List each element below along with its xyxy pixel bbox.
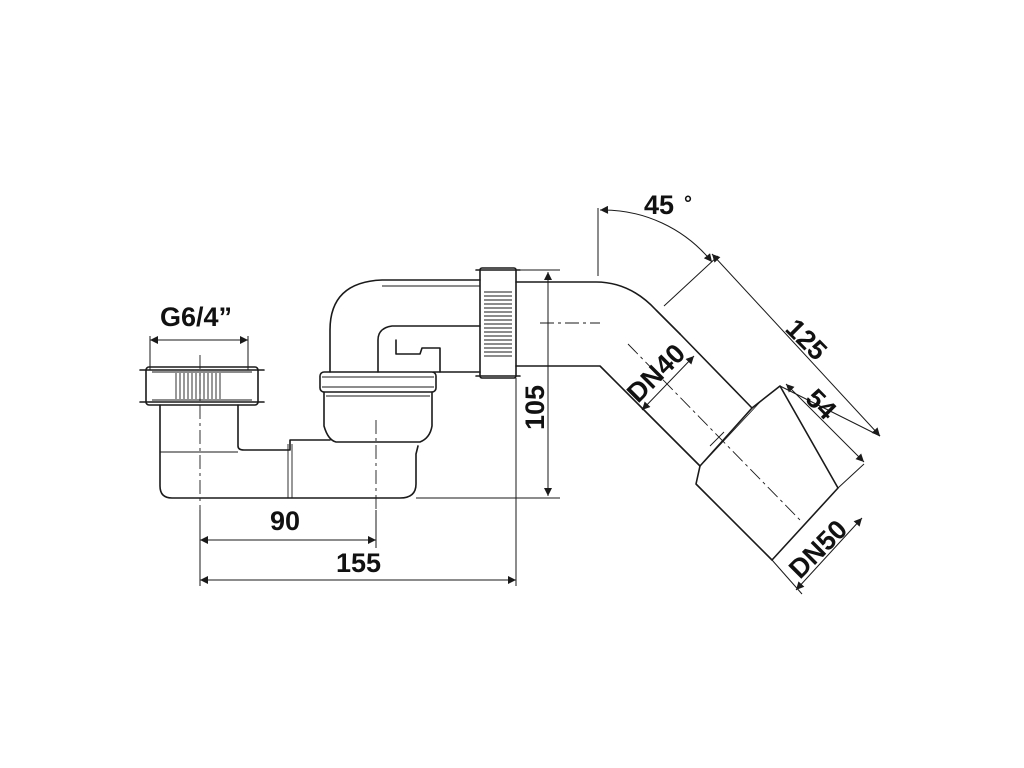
center-lines xyxy=(199,322,801,521)
trap-column xyxy=(319,371,437,443)
offset-155-label: 155 xyxy=(336,548,381,578)
outlet-pipe-label: DN50 xyxy=(783,514,853,584)
upper-bend xyxy=(329,279,481,373)
inlet-nut xyxy=(139,366,265,406)
dimension-lines xyxy=(150,205,881,591)
thread-size-label: G6/4” xyxy=(160,302,232,332)
height-105-label: 105 xyxy=(520,385,550,430)
outlet-width-label: 54 xyxy=(800,383,842,425)
extension-lines xyxy=(149,208,881,595)
outlet-length-label: 125 xyxy=(780,313,833,366)
offset-90-label: 90 xyxy=(270,506,300,536)
middle-coupling xyxy=(475,267,521,379)
degree-symbol: ° xyxy=(684,193,692,215)
siphon-body xyxy=(159,404,419,499)
angle-label: 45 xyxy=(644,190,674,220)
dimension-labels: G6/4” 90 155 105 45 ° 125 54 DN40 DN50 xyxy=(160,190,853,584)
